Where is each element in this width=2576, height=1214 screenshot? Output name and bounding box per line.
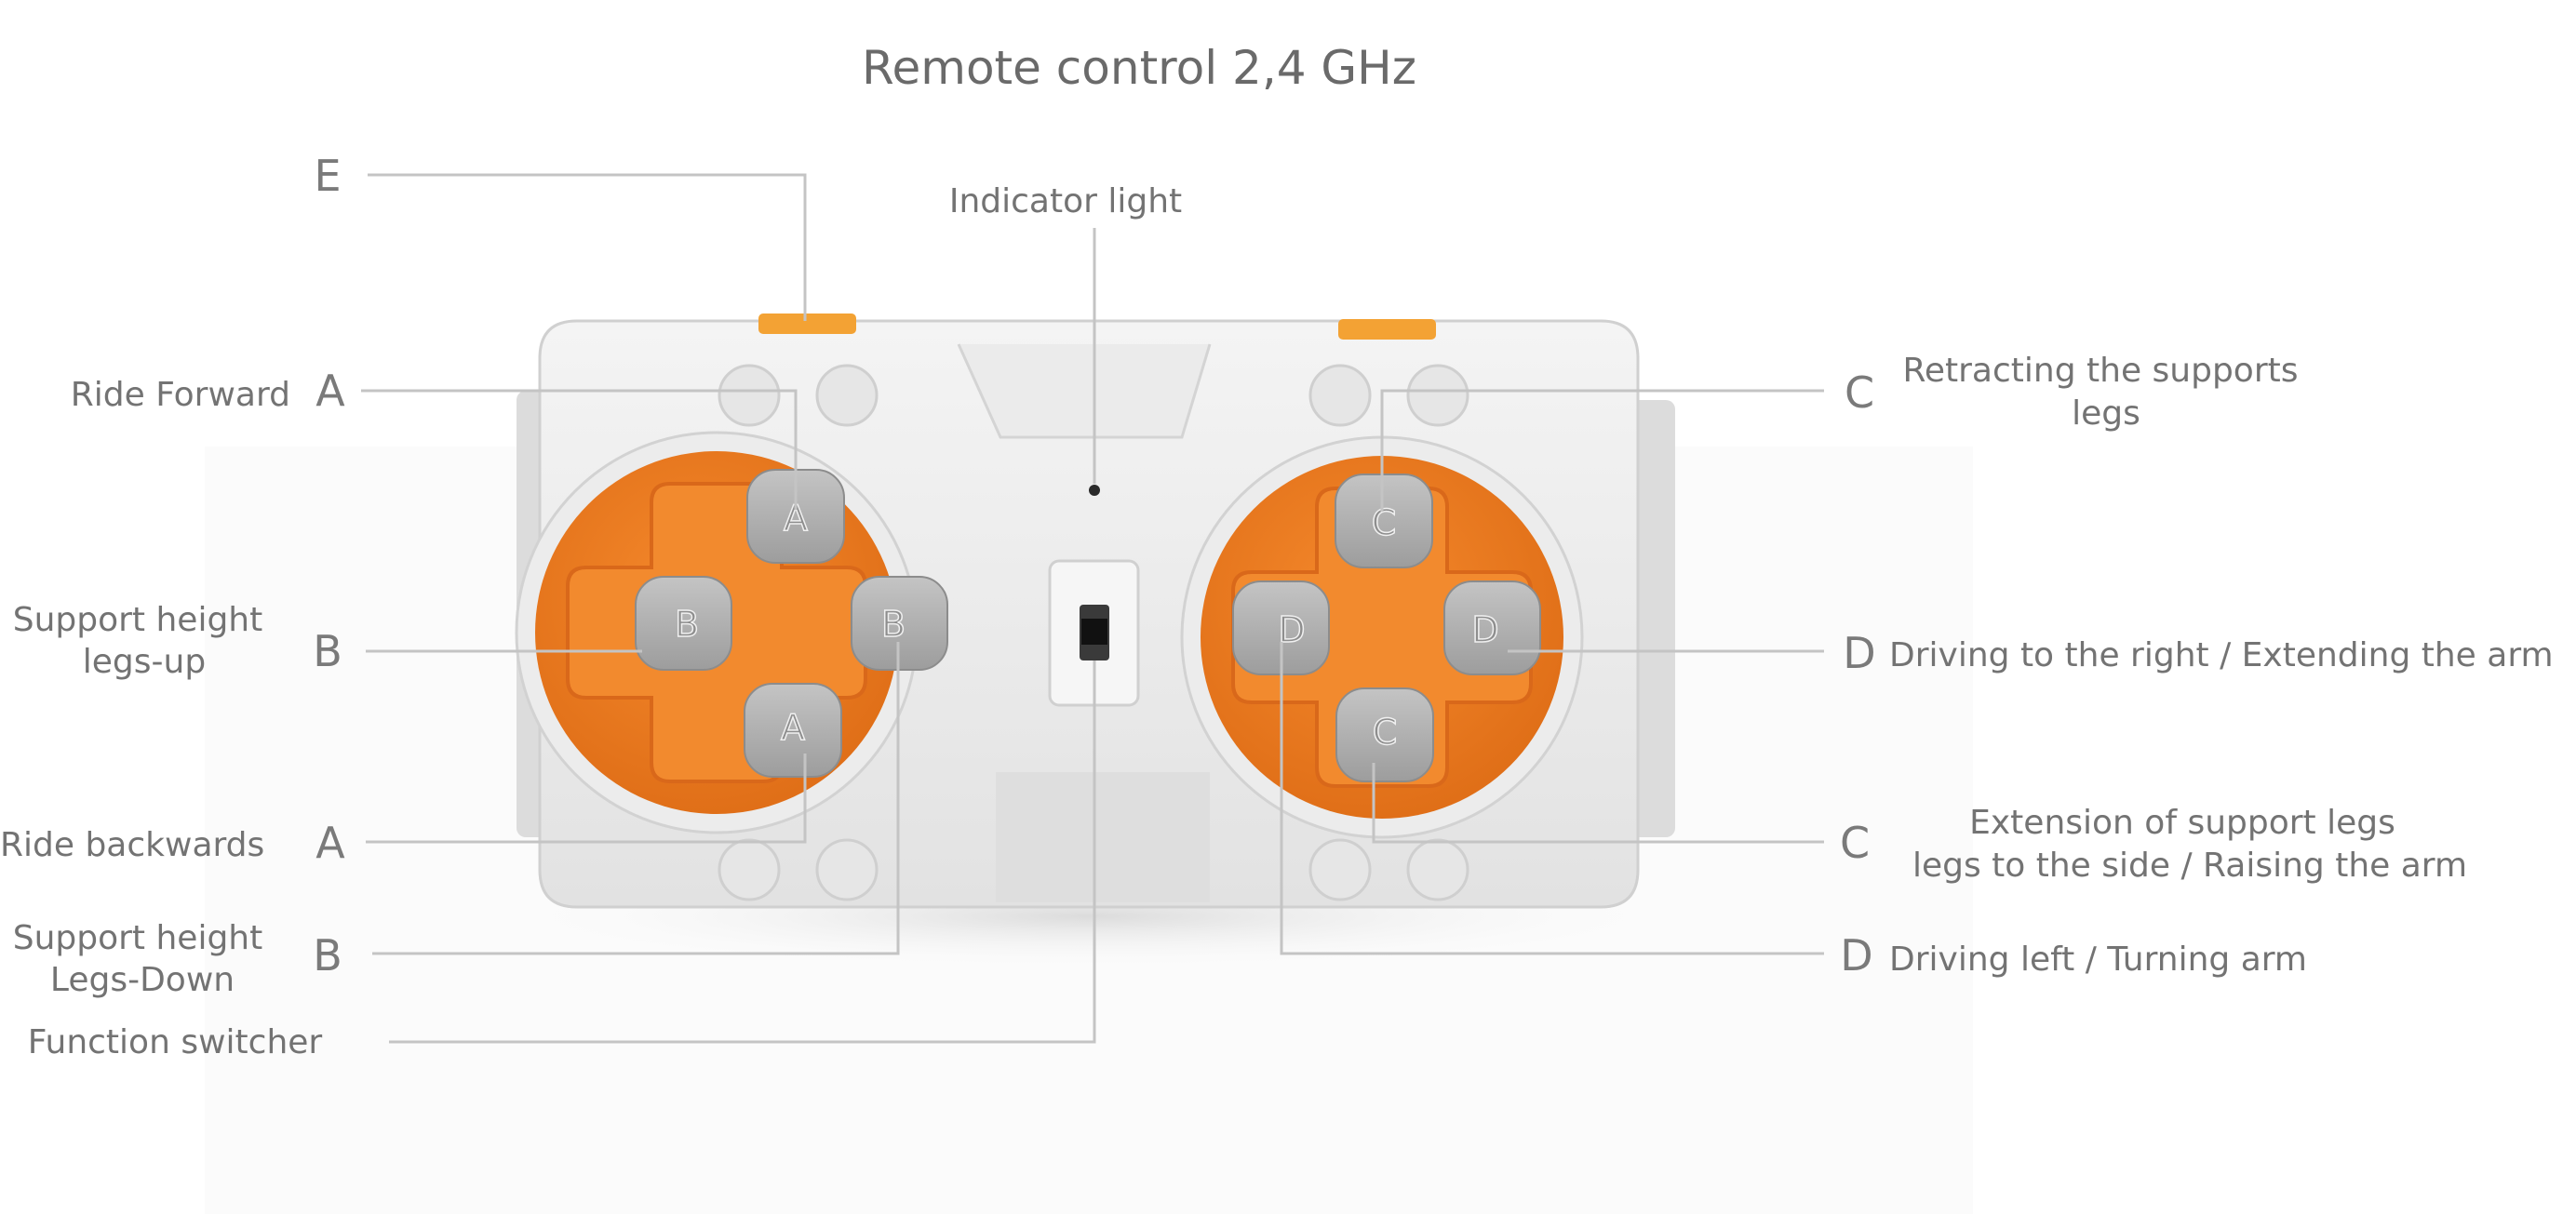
diagram-title: Remote control 2,4 GHz [862,41,1416,95]
left-button-left-label: B [675,604,699,645]
left-button-up[interactable]: A [746,469,845,564]
left-button-left[interactable]: B [635,576,732,671]
letter-a-forward: A [315,366,345,416]
label-driving-left: Driving left / Turning arm [1889,941,2307,979]
leader-extension [1372,763,1824,844]
letter-d-left: D [1840,930,1872,981]
label-support-up-line2: legs-up [83,643,206,681]
label-extension-line2: legs to the side / Raising the arm [1912,847,2467,885]
label-extension-line1: Extension of support legs [1969,804,2395,842]
indicator-light [1089,485,1100,496]
right-button-up-label: C [1372,502,1397,543]
letter-e: E [314,151,341,201]
remote-control-device: A B B A C D D C [456,314,1722,972]
label-support-up-line1: Support height [13,601,263,639]
leader-support-down [372,642,900,955]
label-driving-right: Driving to the right / Extending the arm [1889,636,2554,674]
leader-driving-left [1280,642,1824,955]
leader-lines [361,173,1824,1044]
leader-ride-backwards [366,754,807,844]
letter-c-extension: C [1840,818,1870,868]
right-button-left[interactable]: D [1232,580,1330,675]
label-support-down-line1: Support height [13,919,263,957]
letter-b-down: B [313,930,342,981]
right-dpad-cross [1231,487,1533,788]
left-button-down-label: A [781,707,805,748]
left-button-right[interactable]: B [851,576,948,671]
letter-a-backwards: A [315,818,345,868]
left-button-down[interactable]: A [744,683,842,778]
indicator-light-label: Indicator light [949,182,1182,220]
label-retracting-line1: Retracting the supports [1902,352,2298,390]
leader-e [368,173,807,321]
label-ride-backwards: Ride backwards [0,826,264,864]
label-retracting-line2: legs [2072,394,2140,433]
right-top-tab[interactable] [1338,319,1436,340]
right-button-right-label: D [1471,609,1498,650]
center-bottom-block [996,772,1210,902]
letter-c-retracting: C [1845,367,1874,418]
leader-ride-forward [361,389,798,510]
studs [718,364,1469,901]
right-button-down-label: C [1373,712,1398,753]
leader-retracting [1380,389,1824,512]
label-support-down-line2: Legs-Down [50,961,235,999]
leader-function-switcher [389,660,1096,1044]
letter-d-right: D [1843,628,1875,678]
right-button-right[interactable]: D [1443,580,1541,675]
label-function-switcher: Function switcher [28,1023,323,1061]
left-top-tab[interactable] [758,314,856,334]
center-top-recess [957,343,1212,439]
function-switch[interactable] [1048,559,1140,707]
right-button-down[interactable]: C [1335,687,1434,782]
left-button-right-label: B [881,604,906,645]
label-ride-forward: Ride Forward [71,376,290,414]
letter-b-up: B [313,626,342,676]
right-button-left-label: D [1278,609,1305,650]
right-button-up[interactable]: C [1335,474,1433,568]
